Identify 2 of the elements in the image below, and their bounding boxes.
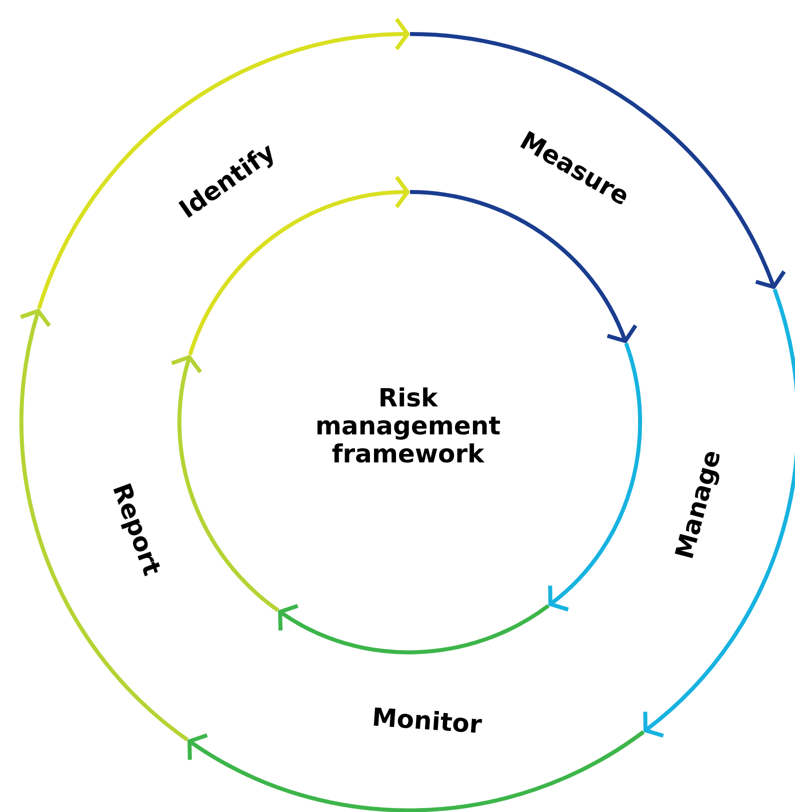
title-text: Risk management framework	[317, 387, 500, 463]
stage-label: Monitor	[374, 707, 482, 733]
